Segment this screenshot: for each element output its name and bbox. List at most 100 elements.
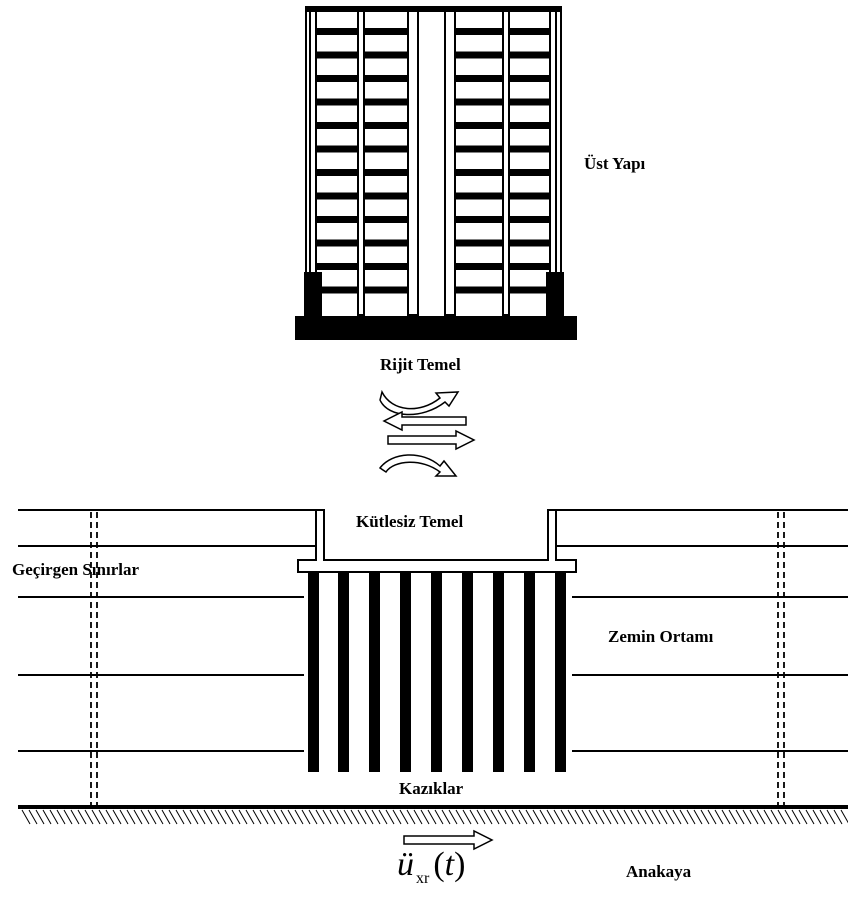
bedrock-hatch — [784, 809, 794, 825]
soil-medium-label: Zemin Ortamı — [608, 627, 714, 646]
floor-beam — [455, 122, 503, 129]
bedrock-hatch — [553, 809, 563, 825]
bedrock-hatch — [133, 809, 143, 825]
bedrock-hatch — [567, 809, 577, 825]
bedrock-hatch — [175, 809, 185, 825]
bedrock-hatch — [336, 809, 346, 825]
floor-beam — [364, 216, 408, 223]
bedrock-hatch — [350, 809, 360, 825]
bedrock-hatch — [672, 809, 682, 825]
bedrock-hatch — [21, 809, 31, 825]
bedrock-hatch — [42, 809, 52, 825]
bedrock-hatch — [819, 809, 829, 825]
bedrock-hatch — [588, 809, 598, 825]
bedrock-hatch — [84, 809, 94, 825]
pile — [431, 572, 442, 772]
bedrock-hatch — [315, 809, 325, 825]
bedrock-hatch — [518, 809, 528, 825]
floor-beam — [455, 169, 503, 176]
bedrock-hatch — [56, 809, 66, 825]
equation-base: ü — [397, 846, 414, 883]
bedrock-hatch — [609, 809, 619, 825]
piles — [308, 572, 566, 772]
floor-beam — [316, 145, 358, 153]
bedrock-hatch — [441, 809, 451, 825]
bedrock-hatch — [777, 809, 787, 825]
bedrock-hatch — [665, 809, 675, 825]
building-column — [502, 9, 510, 316]
floor-beam — [364, 28, 408, 35]
building-column — [549, 9, 557, 316]
bedrock-hatch — [105, 809, 115, 825]
building-base-right — [546, 272, 564, 317]
bedrock-hatch — [756, 809, 766, 825]
floor-beam — [316, 239, 358, 247]
building — [295, 6, 577, 340]
massless-foundation-label: Kütlesiz Temel — [356, 512, 464, 531]
pile — [308, 572, 319, 772]
building-column — [407, 9, 419, 316]
bedrock-hatch — [98, 809, 108, 825]
bedrock-hatch — [574, 809, 584, 825]
bedrock-hatch — [644, 809, 654, 825]
bedrock-hatch — [168, 809, 178, 825]
bedrock-hatch — [49, 809, 59, 825]
bedrock-hatch — [805, 809, 815, 825]
bedrock-hatch — [91, 809, 101, 825]
floor-beam — [316, 169, 358, 176]
bedrock-hatch — [238, 809, 248, 825]
bedrock-hatch — [560, 809, 570, 825]
bedrock-hatch — [343, 809, 353, 825]
bedrock-hatch — [266, 809, 276, 825]
floor-beam — [364, 98, 408, 106]
bedrock-hatch — [693, 809, 703, 825]
interaction-arrows — [378, 389, 476, 477]
bedrock-hatch — [252, 809, 262, 825]
bedrock-hatch — [434, 809, 444, 825]
bedrock-hatch — [546, 809, 556, 825]
floor-beam — [509, 286, 550, 294]
bedrock-hatch — [679, 809, 689, 825]
floor-beam — [316, 75, 358, 82]
bedrock-hatch — [539, 809, 549, 825]
bedrock-hatch — [182, 809, 192, 825]
floor-beam — [316, 263, 358, 270]
bedrock-line — [18, 805, 848, 809]
bedrock-hatch — [371, 809, 381, 825]
bedrock-hatch — [140, 809, 150, 825]
bedrock-hatch — [707, 809, 717, 825]
bedrock-hatch — [119, 809, 129, 825]
bedrock-hatch — [448, 809, 458, 825]
floor-beam — [509, 192, 550, 200]
floor-beam — [509, 75, 550, 82]
bedrock-hatch — [630, 809, 640, 825]
bedrock-hatch — [217, 809, 227, 825]
bedrock-hatch — [28, 809, 38, 825]
bedrock-hatch — [357, 809, 367, 825]
building-column — [444, 9, 456, 316]
massless-foundation-outline — [297, 509, 577, 573]
bedrock-hatch — [840, 809, 848, 824]
bedrock-hatch — [196, 809, 206, 825]
floor-beam — [455, 192, 503, 200]
equation-subscript: xr — [416, 869, 430, 887]
floor-beam — [316, 122, 358, 129]
bedrock-hatch — [826, 809, 836, 825]
bedrock-hatch — [203, 809, 213, 825]
bedrock-hatch — [714, 809, 724, 825]
floor-beam — [509, 145, 550, 153]
bedrock-hatch — [490, 809, 500, 825]
rigid-foundation-label: Rijit Temel — [380, 355, 461, 374]
equation-argument: (t) — [433, 846, 466, 883]
pile — [369, 572, 380, 772]
bedrock-hatch — [126, 809, 136, 825]
bedrock-hatch — [35, 809, 45, 825]
floor-beam — [364, 75, 408, 82]
bedrock-hatch — [427, 809, 437, 825]
bedrock-label: Anakaya — [626, 862, 692, 881]
bedrock-hatch — [749, 809, 759, 825]
bedrock-hatch — [420, 809, 430, 825]
horizontal-arrow-left — [382, 410, 467, 432]
